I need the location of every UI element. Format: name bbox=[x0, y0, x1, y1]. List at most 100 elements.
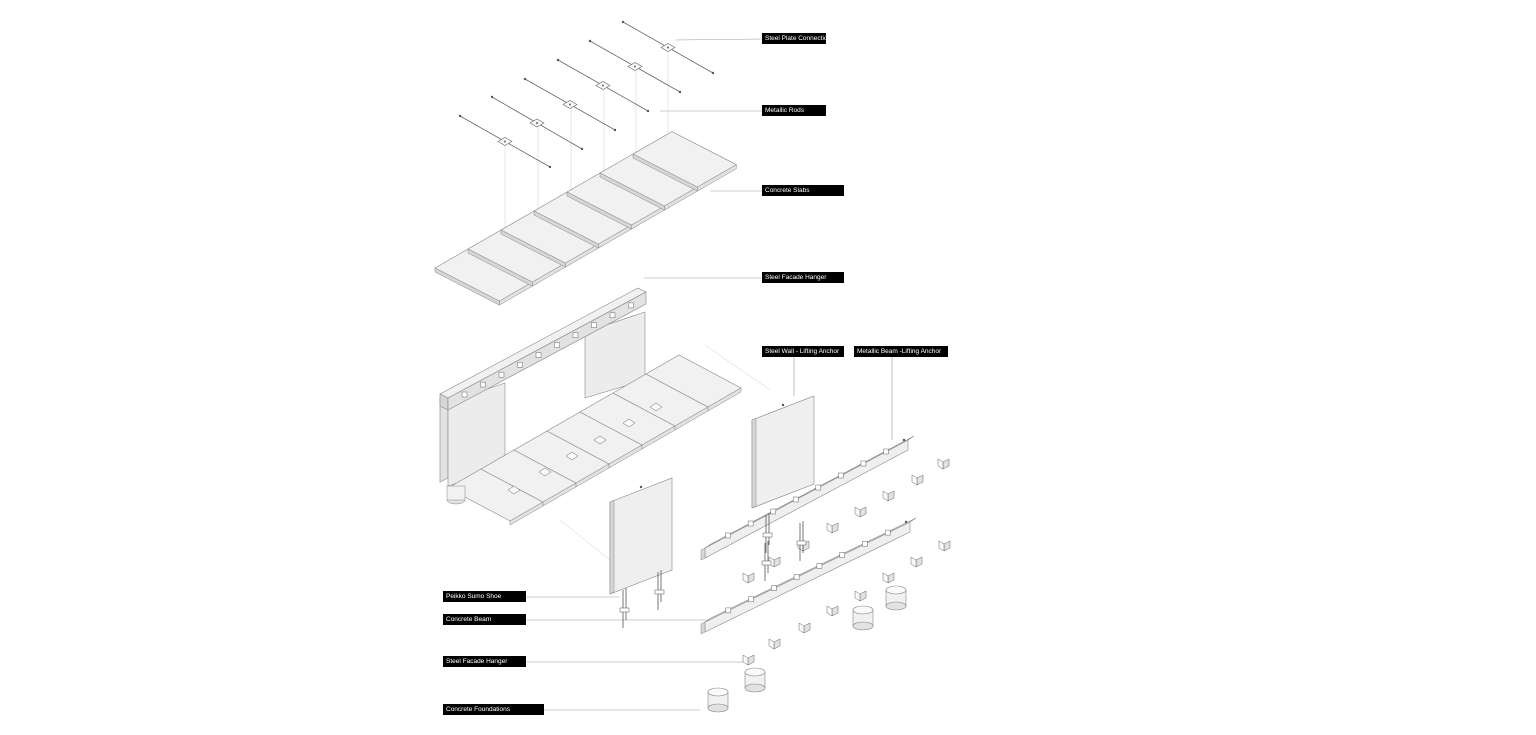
label-steel-plate-connection: Steel Plate Connectio bbox=[762, 33, 826, 44]
steel-facade-hanger bbox=[831, 605, 839, 617]
beams-group bbox=[700, 435, 917, 635]
beam-connector bbox=[771, 585, 777, 591]
floor-plate bbox=[593, 435, 607, 445]
peikko-sumo-shoe bbox=[619, 607, 630, 613]
steel-wall-panel bbox=[751, 395, 815, 509]
steel-facade-hanger bbox=[859, 506, 867, 518]
facade-hanger-clip bbox=[480, 381, 486, 388]
label-peikko-sumo-shoe: Peikko Sumo Shoe bbox=[443, 591, 526, 602]
rod-end bbox=[548, 165, 552, 169]
steel-facade-hanger-face bbox=[742, 572, 749, 584]
beam-connector bbox=[862, 540, 868, 547]
concrete-foundation-top bbox=[744, 667, 766, 677]
lifting-anchor bbox=[781, 403, 785, 407]
steel-facade-hanger-face bbox=[910, 556, 917, 568]
concrete-beam-end bbox=[700, 547, 706, 561]
facade-hanger-clip bbox=[628, 302, 634, 309]
label-steel-facade-hanger-bottom: Steel Facade Hanger bbox=[443, 656, 526, 667]
floor-plate bbox=[649, 402, 663, 412]
beam-connector bbox=[725, 607, 732, 614]
module-top-beam-side bbox=[447, 291, 647, 411]
beam-connector bbox=[770, 508, 776, 515]
beam-connector bbox=[792, 496, 799, 503]
label-metallic-rods: Metallic Rods bbox=[762, 105, 826, 116]
concrete-foundation-base bbox=[885, 601, 907, 611]
floor-plate bbox=[565, 451, 579, 461]
steel-facade-hanger-face bbox=[826, 605, 833, 617]
rod-end bbox=[580, 147, 584, 151]
facade-hanger-clip bbox=[461, 391, 468, 398]
steel-facade-hanger-face bbox=[938, 540, 945, 552]
plate-bolt bbox=[634, 65, 636, 68]
slab-side bbox=[500, 229, 566, 268]
label-metallic-beam-lifting-anchor: Metallic Beam -Lifting Anchor bbox=[854, 346, 948, 357]
plate-bolt bbox=[504, 140, 506, 143]
peikko-sumo-shoe bbox=[654, 589, 665, 595]
lifting-anchor bbox=[639, 485, 643, 489]
rod-end bbox=[711, 71, 715, 75]
concrete-foundation-top bbox=[852, 605, 874, 615]
steel-facade-hanger bbox=[859, 590, 867, 602]
facade-hanger-clip bbox=[609, 312, 616, 319]
rod-end bbox=[556, 58, 560, 62]
rod-end bbox=[490, 95, 494, 99]
leader-lines bbox=[526, 38, 893, 711]
steel-walls-group bbox=[609, 395, 815, 595]
beam-connector bbox=[725, 532, 731, 539]
steel-facade-hanger bbox=[887, 572, 895, 584]
label-concrete-foundations: Concrete Foundations bbox=[443, 704, 544, 715]
steel-facade-hanger bbox=[916, 474, 924, 486]
label-steel-facade-hanger-top: Steel Facade Hanger bbox=[762, 272, 844, 283]
steel-facade-hanger bbox=[831, 522, 839, 534]
slab-side bbox=[434, 267, 500, 306]
beam-connector bbox=[793, 574, 800, 580]
peikko-sumo-shoe bbox=[762, 532, 773, 538]
steel-facade-hanger-face bbox=[742, 654, 749, 666]
label-steel-wall-lifting-anchor: Steel Wall - Lifting Anchor bbox=[762, 346, 844, 357]
steel-facade-hanger-face bbox=[826, 522, 833, 534]
floor-plate bbox=[622, 418, 636, 428]
slab-side bbox=[566, 191, 632, 230]
steel-facade-hanger bbox=[773, 556, 781, 568]
steel-facade-hanger-face bbox=[882, 572, 889, 584]
concrete-foundation-base bbox=[707, 703, 729, 713]
steel-facade-hanger-face bbox=[798, 622, 805, 634]
slab-side bbox=[533, 210, 599, 249]
plate-bolt bbox=[667, 46, 669, 49]
rod-end bbox=[613, 128, 617, 132]
steel-facade-hanger bbox=[943, 540, 951, 552]
steel-facade-hanger-face bbox=[937, 458, 944, 470]
rod-end bbox=[523, 77, 527, 81]
beam-lifting-anchor bbox=[904, 520, 908, 524]
beam-connector bbox=[747, 520, 754, 527]
plate-bolt bbox=[536, 122, 538, 124]
hangers-and-foundations bbox=[619, 458, 951, 713]
rod-end bbox=[588, 39, 592, 43]
beam-lifting-anchor bbox=[902, 438, 906, 442]
peikko-sumo-shoe bbox=[761, 560, 772, 566]
concrete-slabs-group bbox=[434, 131, 738, 306]
floor-plate bbox=[507, 485, 521, 495]
rod-end bbox=[621, 20, 625, 24]
facade-hanger-clip bbox=[535, 352, 542, 358]
floor-slab-edge bbox=[707, 387, 742, 412]
concrete-beam-end bbox=[700, 621, 706, 635]
facade-hanger-clip bbox=[498, 371, 505, 378]
rod-end bbox=[678, 90, 682, 94]
assembled-module bbox=[439, 287, 742, 526]
concrete-foundation-top bbox=[885, 585, 907, 595]
facade-hanger-clip bbox=[591, 322, 597, 328]
steel-facade-hanger-face bbox=[854, 506, 861, 518]
beam-connector bbox=[860, 460, 867, 467]
concrete-foundation-base bbox=[852, 621, 874, 631]
slab-side bbox=[632, 153, 698, 192]
steel-facade-hanger bbox=[803, 622, 811, 634]
steel-wall-edge bbox=[751, 417, 757, 509]
steel-facade-hanger-face bbox=[911, 474, 918, 486]
beam-connector bbox=[815, 484, 822, 491]
facade-hanger-clip bbox=[554, 342, 560, 348]
peikko-sumo-shoe bbox=[796, 540, 807, 546]
metallic-rods-group bbox=[458, 20, 715, 169]
steel-facade-hanger-face bbox=[882, 490, 889, 502]
